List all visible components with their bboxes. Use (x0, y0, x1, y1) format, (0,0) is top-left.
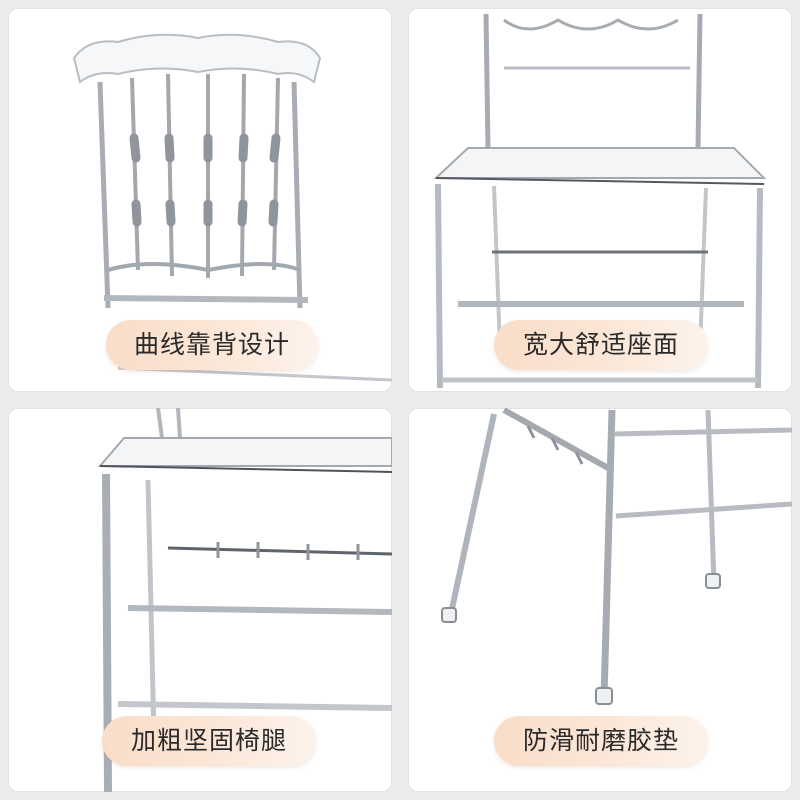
caption-pill: 防滑耐磨胶垫 (494, 716, 708, 766)
chair-backrest-image (72, 33, 392, 382)
chair-legs-image (97, 408, 392, 792)
panel-curved-backrest: 曲线靠背设计 (8, 8, 392, 392)
panel-anti-slip-pads: 防滑耐磨胶垫 (408, 408, 792, 792)
panel-wide-seat: 宽大舒适座面 (408, 8, 792, 392)
caption-pill: 加粗坚固椅腿 (102, 716, 316, 766)
caption-pill: 宽大舒适座面 (494, 320, 708, 370)
panel-sturdy-legs: 加粗坚固椅腿 (8, 408, 392, 792)
chair-feet-image (441, 408, 792, 705)
caption-pill: 曲线靠背设计 (106, 320, 318, 370)
chair-seat-image (433, 13, 767, 389)
